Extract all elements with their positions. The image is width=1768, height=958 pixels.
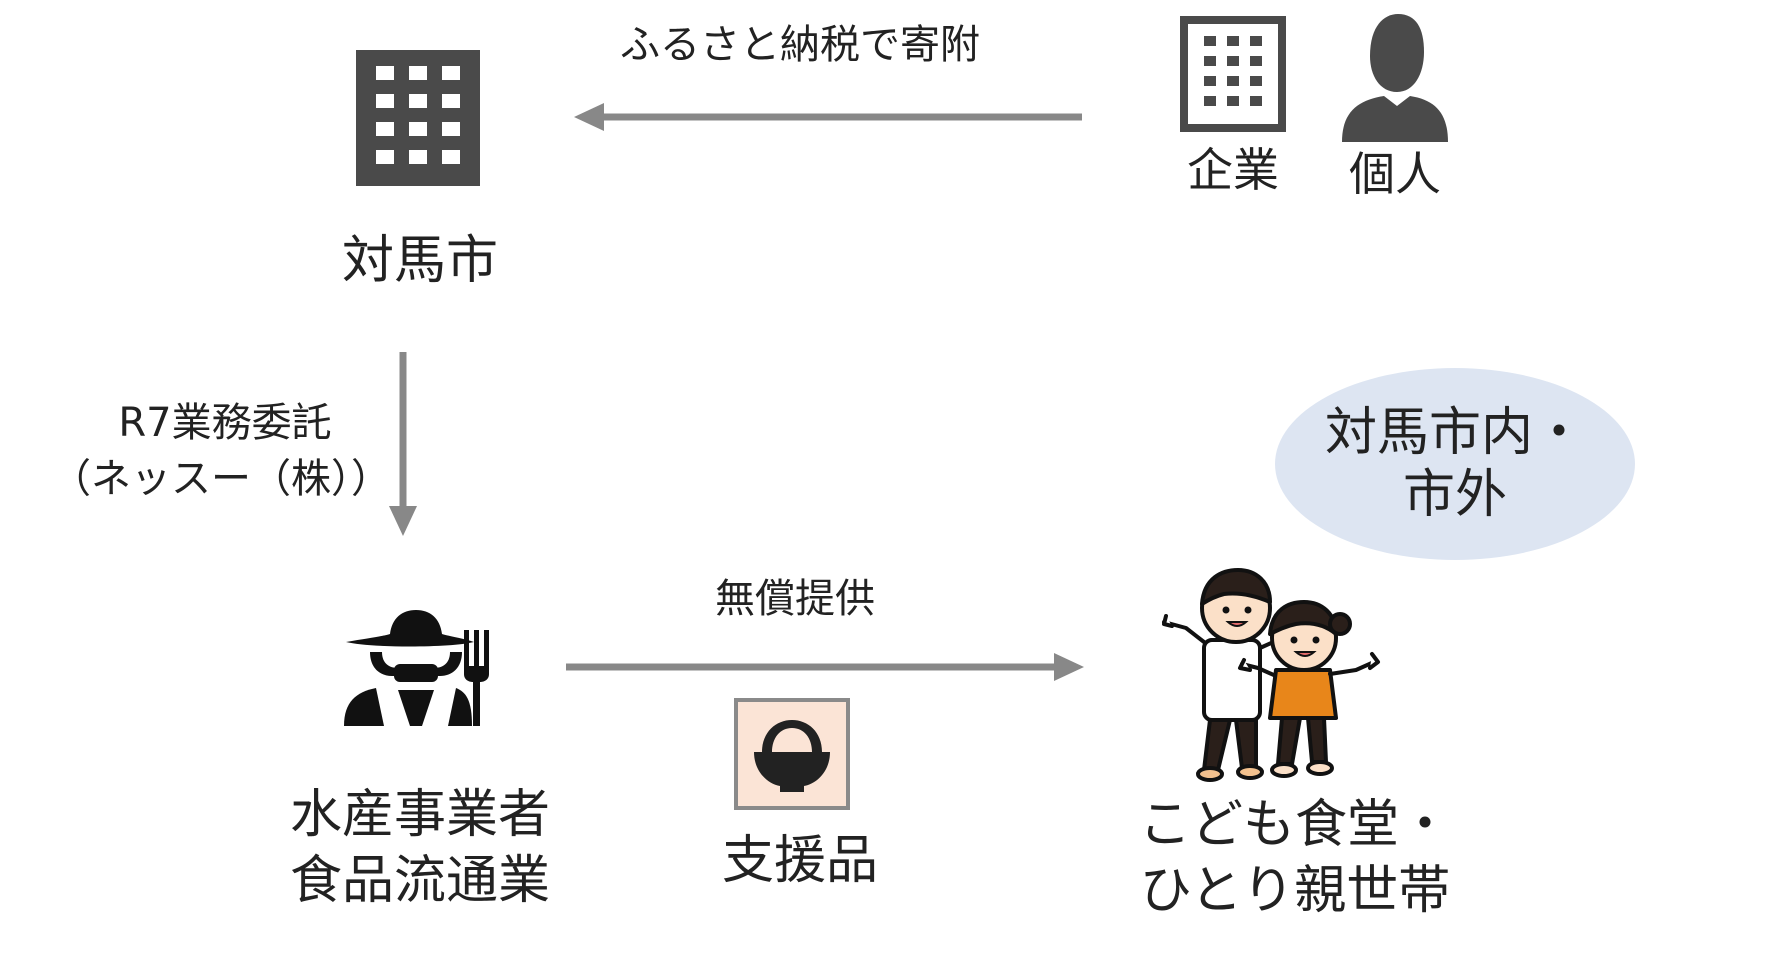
kids-label-line1: こども食堂・ [1138, 795, 1451, 855]
region-label-line2: 市外 [1402, 465, 1507, 525]
region-bubble [1275, 368, 1635, 560]
rice-bowl-icon [754, 720, 830, 792]
company-label: 企業 [1187, 143, 1279, 197]
tsushima-city-label: 対馬市 [341, 231, 498, 291]
donation-label: ふるさと納税で寄附 [620, 22, 980, 68]
fishery-label-line1: 水産事業者 [289, 785, 550, 845]
support-goods-label: 支援品 [721, 831, 878, 891]
children-icon [1162, 568, 1380, 782]
individual-label: 個人 [1349, 147, 1441, 201]
outsourcing-label-line2: （ネッスー（株）） [51, 456, 391, 502]
region-label-line1: 対馬市内・ [1324, 403, 1585, 463]
fisherman-icon [344, 610, 489, 726]
company-building-icon [1180, 16, 1286, 132]
person-icon [1342, 14, 1448, 142]
outsourcing-label-line1: R7業務委託 [118, 400, 332, 446]
kids-label-line2: ひとり親世帯 [1139, 861, 1451, 921]
free-provision-label: 無償提供 [715, 576, 875, 622]
fishery-label-line2: 食品流通業 [289, 851, 550, 911]
city-building-icon [356, 50, 480, 186]
